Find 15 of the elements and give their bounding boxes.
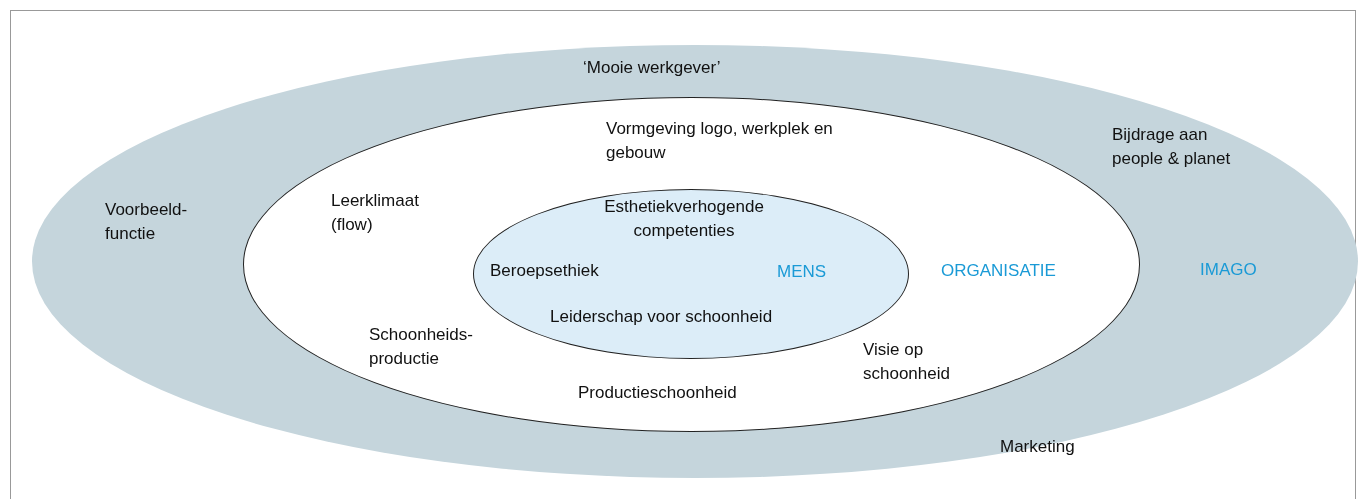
ellipse-heading: IMAGO [1200, 259, 1257, 281]
ellipse-heading: ORGANISATIE [941, 260, 1056, 282]
ellipse-label: Marketing [1000, 436, 1075, 458]
ellipse-label: Voorbeeld- functie [105, 199, 189, 245]
ellipse-label: ‘Mooie werkgever’ [583, 57, 721, 79]
ellipse-label: Beroepsethiek [490, 260, 599, 282]
ellipse-label: Leerklimaat (flow) [331, 190, 420, 236]
ellipse-label: Leiderschap voor schoonheid [550, 306, 773, 328]
ellipse-label: Bijdrage aan people & planet [1112, 124, 1232, 170]
ellipse-label: Visie op schoonheid [863, 339, 951, 385]
ellipse-label: Schoonheids- productie [369, 324, 474, 370]
ellipse-label: Vormgeving logo, werkplek en gebouw [606, 118, 834, 164]
ellipse-heading: MENS [777, 261, 827, 283]
ellipse-label: Productieschoonheid [578, 382, 737, 404]
ellipse-label: Esthetiekverhogende competenties [603, 196, 765, 242]
